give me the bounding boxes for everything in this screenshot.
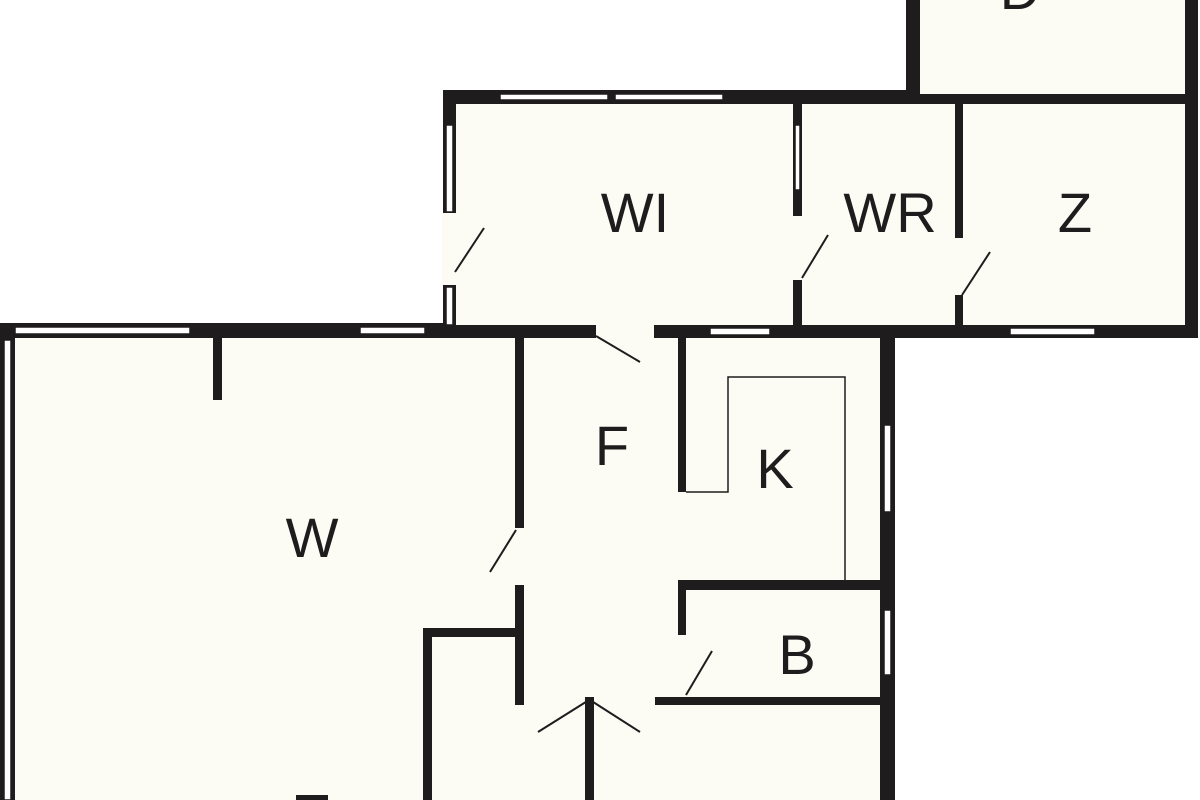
room-label-wi: WI	[601, 181, 669, 244]
door-openings	[442, 213, 804, 697]
room-label-w: W	[286, 506, 339, 569]
door-swings	[454, 227, 991, 733]
room-label-d: D	[1000, 0, 1040, 21]
room-label-wr: WR	[843, 181, 936, 244]
windows	[3, 93, 1096, 800]
room-label-f: F	[595, 414, 629, 477]
room-floors	[12, 0, 1188, 800]
room-label-z: Z	[1058, 181, 1092, 244]
room-label-b: B	[778, 623, 815, 686]
room-label-k: K	[756, 437, 793, 500]
